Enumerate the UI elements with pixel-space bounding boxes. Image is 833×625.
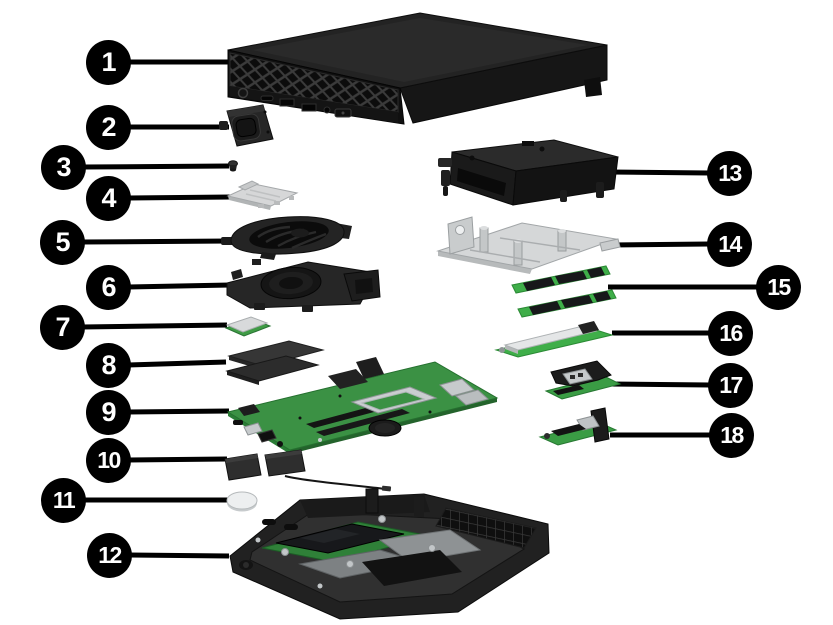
callout-13: 13: [707, 151, 752, 196]
antenna-cable: [284, 475, 387, 490]
part-antenna-modules: [224, 449, 392, 492]
leader-line-10: [127, 456, 228, 463]
leader-line-5: [81, 238, 231, 245]
part-processor: [224, 316, 272, 337]
callout-8: 8: [86, 343, 131, 388]
part-metal-bracket: [436, 216, 621, 274]
part-m2-ssds: [511, 265, 617, 318]
usb-a-port: [301, 103, 317, 112]
part-fan: [221, 216, 352, 260]
leader-line-4: [127, 194, 232, 201]
callout-2: 2: [86, 105, 131, 150]
part-drive-cage: [438, 139, 619, 206]
callout-16: 16: [708, 311, 753, 356]
callout-18: 18: [709, 413, 754, 458]
leader-line-14: [609, 241, 710, 248]
callout-5: 5: [40, 220, 85, 265]
callout-10: 10: [86, 438, 131, 483]
part-coin-cell-battery: [226, 491, 258, 512]
callout-7: 7: [40, 305, 85, 350]
callout-6: 6: [86, 265, 131, 310]
part-top-cover: [227, 12, 608, 125]
part-thermal-plate: [226, 180, 299, 210]
audio-jack: [323, 106, 331, 114]
part-speaker: [219, 104, 274, 147]
callout-12: 12: [87, 533, 132, 578]
leader-line-8: [127, 359, 227, 368]
part-board-with-bracket: [544, 360, 622, 400]
part-heat-spreader-plates: [225, 340, 325, 385]
hp-logo: [237, 87, 249, 99]
callout-17: 17: [708, 363, 753, 408]
leader-line-12: [128, 552, 230, 559]
leader-lines: [81, 59, 758, 559]
leader-line-6: [127, 282, 231, 290]
callout-9: 9: [86, 390, 131, 435]
leader-line-3: [82, 163, 230, 170]
callout-11: 11: [41, 478, 86, 523]
part-chassis: [229, 488, 550, 620]
usb-c-port: [260, 95, 274, 101]
part-fan-shroud: [226, 259, 381, 312]
part-board-with-connector: [538, 407, 618, 446]
leader-line-7: [81, 322, 228, 330]
callout-4: 4: [86, 176, 131, 221]
part-system-board: [226, 357, 499, 454]
leader-line-9: [127, 408, 230, 415]
callout-14: 14: [707, 222, 752, 267]
usb-a-port: [279, 98, 295, 107]
callout-3: 3: [41, 145, 86, 190]
callout-15: 15: [756, 265, 801, 310]
leader-line-13: [609, 169, 710, 176]
leader-line-17: [609, 381, 711, 388]
callout-1: 1: [86, 40, 131, 85]
part-screw: [228, 160, 238, 172]
part-ssd-heatsink: [494, 321, 614, 358]
